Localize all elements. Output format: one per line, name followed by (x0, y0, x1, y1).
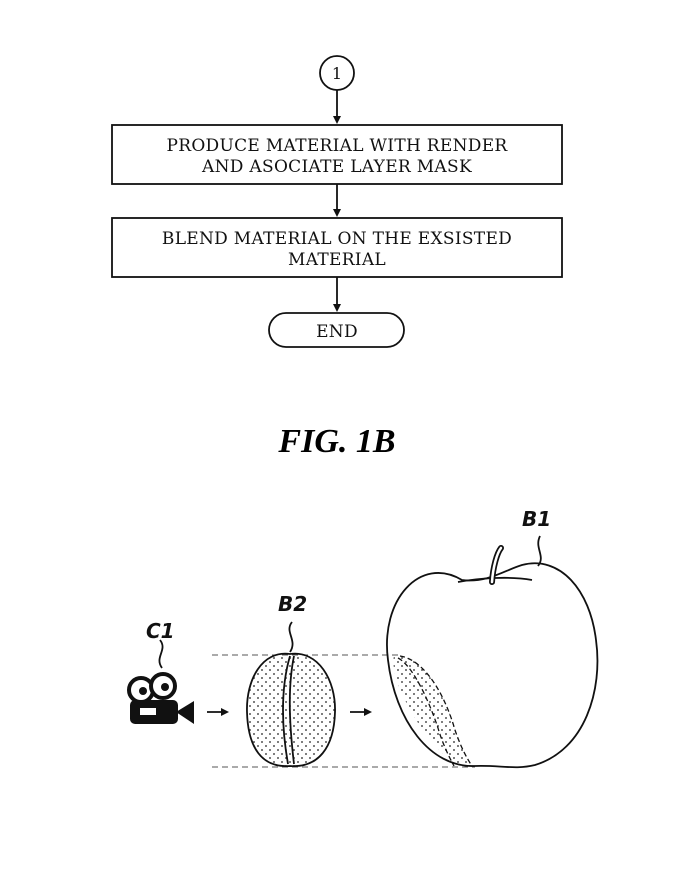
video-camera-icon (127, 672, 194, 724)
camera-leader-line (158, 639, 164, 669)
step1-line1: PRODUCE MATERIAL WITH RENDER (166, 136, 508, 156)
connector-label: 1 (332, 64, 342, 83)
material-texture-shape (246, 652, 336, 767)
process-box-blend-material: BLEND MATERIAL ON THE EXSISTED MATERIAL (111, 217, 563, 278)
material-leader-line (288, 621, 294, 653)
apple-ref-label: B1 (522, 507, 551, 531)
connector-node: 1 (319, 55, 355, 91)
process-box-produce-material: PRODUCE MATERIAL WITH RENDER AND ASOCIAT… (111, 124, 563, 185)
step2-line2: MATERIAL (288, 250, 386, 270)
figure-title: FIG. 1B (277, 423, 395, 460)
end-terminator: END (268, 312, 405, 348)
end-label: END (316, 322, 358, 342)
apple-leader-line (537, 535, 542, 567)
step2-line1: BLEND MATERIAL ON THE EXSISTED (162, 229, 512, 249)
step1-line2: AND ASOCIATE LAYER MASK (201, 157, 472, 177)
apple-object (386, 545, 599, 769)
camera-ref-label: C1 (146, 619, 175, 643)
material-ref-label: B2 (278, 592, 307, 616)
